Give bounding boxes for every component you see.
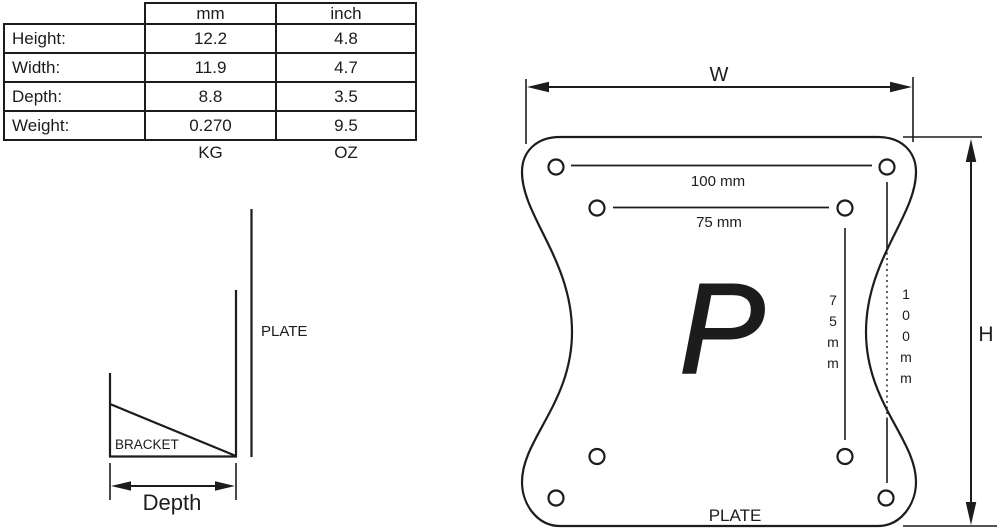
vertical-spacing-label-75mm: 75mm (825, 292, 841, 376)
spacing-label-75mm: 75 mm (696, 214, 742, 231)
header-mm: mm (144, 2, 277, 25)
row-label: Weight: (3, 110, 146, 141)
hole-bottom-right-75 (836, 447, 854, 466)
row-label: Height: (3, 23, 146, 54)
depth-arrow-left (111, 481, 131, 491)
plate-diagram: W 100 mm 75 mm H P PLATE (520, 64, 997, 528)
header-inch: inch (275, 2, 417, 25)
hole-top-left-100 (547, 158, 565, 176)
value-inch: 3.5 (275, 81, 417, 112)
footer-kg: KG (198, 143, 223, 162)
h-arrow-down (965, 502, 977, 525)
plate-label: PLATE (709, 506, 762, 525)
h-arrow-up (965, 139, 977, 162)
side-plate-label: PLATE (261, 323, 307, 340)
spacing-label-100mm: 100 mm (691, 173, 745, 190)
value-inch: 4.7 (275, 52, 417, 83)
bracket-label: BRACKET (115, 437, 179, 452)
value-mm: 12.2 (144, 23, 277, 54)
row-label: Width: (3, 52, 146, 83)
row-label: Depth: (3, 81, 146, 112)
w-label: W (710, 64, 729, 86)
side-view-diagram: PLATE BRACKET Depth (108, 209, 307, 515)
depth-arrow-right (215, 481, 235, 491)
plate-outline (520, 135, 918, 528)
value-mm: 0.270 (144, 110, 277, 141)
unit-header-row: mm inch (4, 2, 417, 25)
hole-bottom-left-75 (588, 447, 606, 466)
h-label: H (978, 323, 993, 346)
spec-table: mm inch Height: 12.2 4.8 Width: 11.9 4.7… (3, 2, 417, 164)
value-inch: 4.8 (275, 23, 417, 54)
w-arrow-right (890, 81, 912, 93)
hole-bottom-right-100 (877, 489, 895, 507)
value-mm: 8.8 (144, 81, 277, 112)
depth-label: Depth (143, 490, 202, 515)
value-mm: 11.9 (144, 52, 277, 83)
value-inch: 9.5 (275, 110, 417, 141)
brand-p-logo: P (679, 258, 764, 401)
hole-top-right-100 (878, 158, 896, 176)
table-row-depth: Depth: 8.8 3.5 (3, 81, 417, 112)
bracket-gusset-line (109, 402, 237, 458)
hole-bottom-left-100 (547, 489, 565, 507)
vertical-spacing-label-100mm: 100mm (898, 286, 914, 391)
table-row-weight: Weight: 0.270 9.5 (3, 110, 417, 141)
table-row-width: Width: 11.9 4.7 (3, 52, 417, 83)
hole-top-right-75 (836, 199, 854, 217)
unit-footer-row: KG OZ (4, 140, 416, 164)
w-arrow-left (527, 81, 549, 93)
table-row-height: Height: 12.2 4.8 (3, 23, 417, 54)
hole-top-left-75 (588, 199, 606, 217)
footer-oz: OZ (334, 143, 358, 162)
